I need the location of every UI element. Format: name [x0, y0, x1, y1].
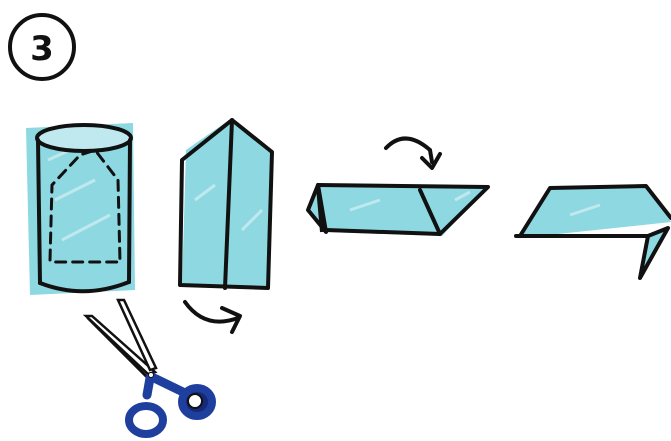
flattened-paper [178, 118, 274, 290]
tube-bottom-rim [38, 280, 131, 294]
step-badge: 3 [8, 13, 76, 81]
step-number: 3 [30, 29, 54, 69]
flattened-paper-fold-line [223, 118, 234, 290]
tube-right-edge [127, 138, 132, 284]
folded-strip-outline [316, 183, 490, 236]
final-shape-tab [638, 226, 670, 280]
folded-strip-left-edge [316, 186, 324, 233]
scissors-icon [82, 298, 216, 438]
scissor-arm-lower [142, 373, 155, 400]
fold-arrow-head [420, 152, 442, 170]
final-shape-outline [518, 184, 671, 238]
folded-strip-highlight [349, 190, 471, 212]
curved-arrow-icon [183, 300, 242, 334]
cut-line-dashed [48, 148, 122, 264]
final-shape-highlight [569, 203, 601, 217]
scissor-arm-right [147, 372, 190, 398]
rotate-arrow-shaft [183, 300, 240, 324]
curved-arrow-icon [384, 136, 442, 170]
folded-strip-diagonal [418, 188, 442, 236]
folded-strip [306, 183, 490, 236]
flattened-paper-highlight [194, 183, 264, 232]
rotate-arrow-head [220, 306, 242, 334]
tube-left-edge [36, 138, 42, 285]
flattened-paper-outline [178, 118, 274, 290]
fold-arrow-shaft [384, 136, 434, 164]
scissor-blade-right [116, 298, 158, 372]
folded-strip-fill [318, 185, 488, 236]
scissor-blade-left-fill [82, 314, 158, 376]
final-shape [514, 184, 671, 280]
final-shape-fill [520, 186, 671, 238]
paper-tube [26, 123, 135, 295]
scissor-pivot [148, 372, 154, 378]
scissor-handle-ring-left [125, 402, 167, 438]
tube-top-rim [35, 123, 133, 153]
scissor-handle-ring-right-hole [187, 393, 203, 409]
step-circle [8, 13, 76, 81]
